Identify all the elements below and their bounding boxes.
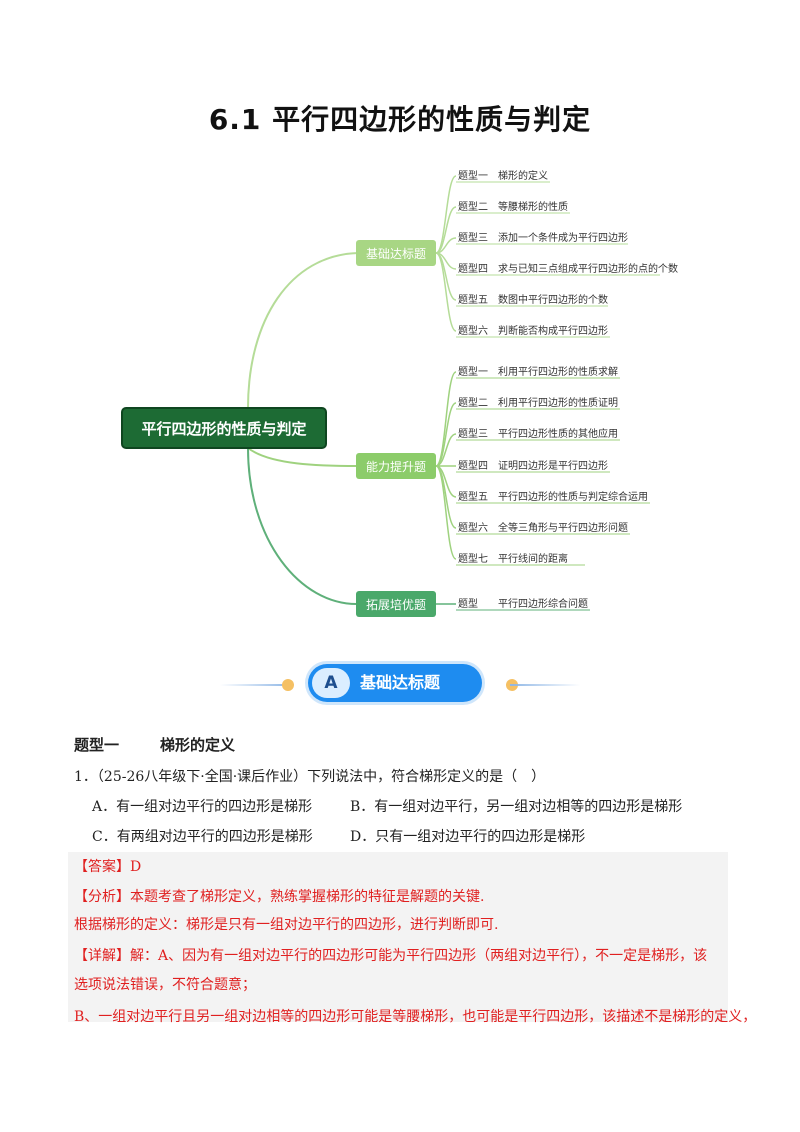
page-title: 6.1 平行四边形的性质与判定 <box>208 103 592 136</box>
branch-node <box>356 591 436 617</box>
analysis-line: 【分析】本题考查了梯形定义，熟练掌握梯形的特征是解题的关键. <box>74 889 485 905</box>
banner-line-right <box>510 684 580 686</box>
analysis-line-2: 根据梯形的定义：梯形是只有一组对边平行的四边形，进行判断即可. <box>74 917 499 933</box>
leaf-label: 题型一 利用平行四边形的性质求解 <box>458 365 618 378</box>
option-b: B．有一组对边平行，另一组对边相等的四边形是梯形 <box>350 799 683 815</box>
leaf-label: 题型七 平行线间的距离 <box>458 552 568 565</box>
branch-node <box>356 453 436 479</box>
option-d: D．只有一组对边平行的四边形是梯形 <box>350 829 586 845</box>
branch-node <box>356 240 436 266</box>
leaf-label: 题型二 等腰梯形的性质 <box>458 200 568 213</box>
leaf-label: 题型四 求与已知三点组成平行四边形的点的个数 <box>458 262 678 275</box>
answer-line: 【答案】D <box>74 859 142 875</box>
detail-line-2: 选项说法错误，不符合题意； <box>74 977 256 993</box>
leaf-label: 题型 平行四边形综合问题 <box>458 597 588 610</box>
leaf-label: 题型三 平行四边形性质的其他应用 <box>458 427 618 440</box>
leaf-label: 题型四 证明四边形是平行四边形 <box>458 459 608 472</box>
answer-box: 【答案】D 【分析】本题考查了梯形定义，熟练掌握梯形的特征是解题的关键. 根据梯… <box>68 852 728 1022</box>
banner-line-left <box>220 684 290 686</box>
banner-dot <box>282 679 294 691</box>
root-node <box>121 407 327 449</box>
branch-label: 基础达标题 <box>366 247 426 261</box>
branch-connector <box>247 252 359 409</box>
branch-label: 能力提升题 <box>366 459 426 474</box>
banner-letter: A <box>312 668 350 698</box>
root-label: 平行四边形的性质与判定 <box>141 420 306 438</box>
leaf-label: 题型五 数图中平行四边形的个数 <box>458 293 608 306</box>
option-a: A．有一组对边平行的四边形是梯形 <box>92 799 313 815</box>
branch-connector <box>247 447 359 606</box>
detail-line-1: 【详解】解：A、因为有一组对边平行的四边形可能为平行四边形（两组对边平行），不一… <box>74 948 708 964</box>
question-type-name: 梯形的定义 <box>160 736 236 754</box>
leaf-label: 题型六 判断能否构成平行四边形 <box>458 324 608 337</box>
leaf-label: 题型一 梯形的定义 <box>458 169 548 182</box>
detail-line-3: B、一组对边平行且另一组对边相等的四边形可能是等腰梯形，也可能是平行四边形，该描… <box>74 1009 757 1025</box>
banner-pill: A 基础达标题 <box>308 664 482 702</box>
branch-label: 拓展培优题 <box>366 597 426 612</box>
branch-connector <box>247 447 359 467</box>
banner-text: 基础达标题 <box>360 673 441 692</box>
leaf-label: 题型五 平行四边形的性质与判定综合运用 <box>458 490 648 503</box>
section-banner: A 基础达标题 <box>220 664 580 704</box>
option-c: C．有两组对边平行的四边形是梯形 <box>92 829 313 845</box>
mind-map: 平行四边形的性质与判定 基础达标题 能力提升题 拓展培优题 题型一 梯形的定义 … <box>121 169 678 617</box>
leaf-label: 题型二 利用平行四边形的性质证明 <box>458 396 618 409</box>
section-heading: 题型一 梯形的定义 <box>74 734 235 755</box>
leaf-label: 题型三 添加一个条件成为平行四边形 <box>458 231 628 244</box>
question-type: 题型一 <box>74 736 120 754</box>
leaf-label: 题型六 全等三角形与平行四边形问题 <box>458 521 628 534</box>
question-stem: 1．（25-26八年级下·全国·课后作业）下列说法中，符合梯形定义的是（ ） <box>74 769 546 785</box>
